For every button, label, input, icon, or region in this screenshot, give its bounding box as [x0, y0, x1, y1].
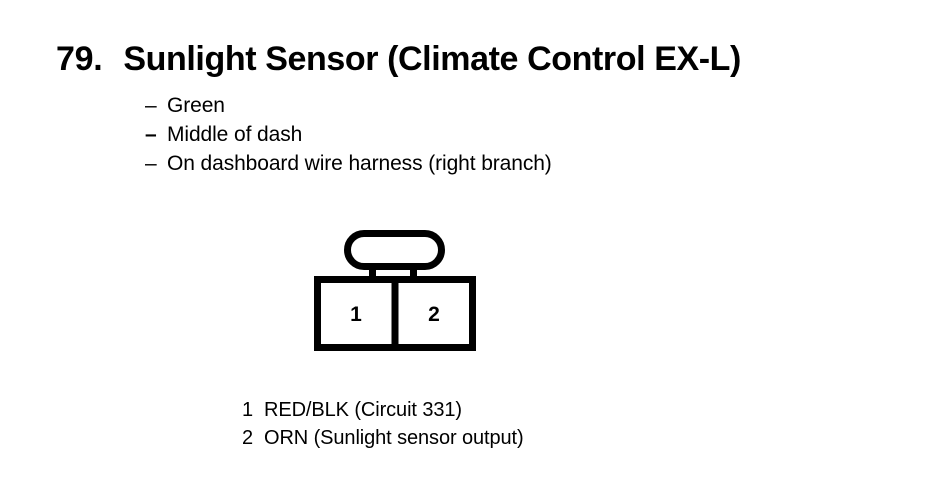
spec-label: Green	[167, 94, 225, 117]
spec-label: On dashboard wire harness (right branch)	[167, 152, 552, 175]
dash-bullet-icon: –	[145, 94, 157, 117]
pin-legend: 1 RED/BLK (Circuit 331) 2 ORN (Sunlight …	[242, 396, 524, 452]
legend-pin-number: 2	[242, 427, 254, 449]
legend-pin-number: 1	[242, 399, 254, 421]
cavity-number-1: 1	[350, 303, 362, 326]
legend-row: 2 ORN (Sunlight sensor output)	[242, 424, 524, 452]
spec-item-color: – Green	[145, 91, 552, 120]
page-title: 79. Sunlight Sensor (Climate Control EX-…	[56, 38, 741, 80]
legend-pin-description: ORN (Sunlight sensor output)	[264, 427, 524, 449]
spec-item-location: – Middle of dash	[145, 120, 552, 149]
spec-item-harness: – On dashboard wire harness (right branc…	[145, 149, 552, 178]
cavity-number-2: 2	[428, 303, 440, 326]
dash-bullet-icon: –	[145, 123, 157, 146]
legend-row: 1 RED/BLK (Circuit 331)	[242, 396, 524, 424]
connector-latch-tab	[344, 230, 445, 270]
spec-list: – Green – Middle of dash – On dashboard …	[145, 91, 552, 178]
dash-bullet-icon: –	[145, 152, 157, 175]
connector-svg: 1 2	[314, 230, 476, 351]
title-text: Sunlight Sensor (Climate Control EX-L)	[123, 40, 741, 78]
connector-diagram: 1 2	[306, 222, 482, 354]
legend-pin-description: RED/BLK (Circuit 331)	[264, 399, 462, 421]
item-number: 79.	[56, 40, 103, 78]
spec-label: Middle of dash	[167, 123, 303, 146]
